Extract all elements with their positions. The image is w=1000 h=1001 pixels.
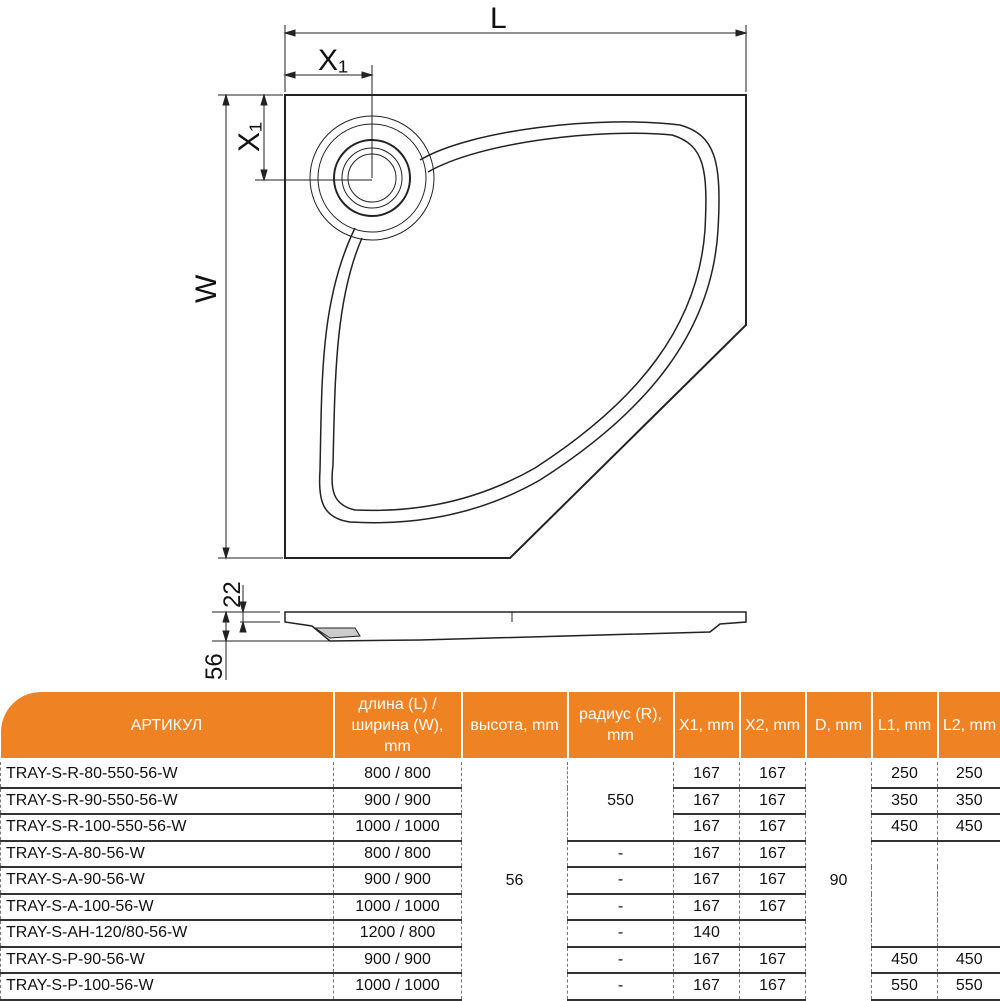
cell-l1: 250 — [872, 760, 938, 788]
cell-x2: 167 — [740, 788, 806, 815]
cell-x2: 167 — [740, 867, 806, 894]
cell-x2: 167 — [740, 947, 806, 974]
cell-l2: 350 — [938, 788, 1000, 815]
header-d: D, mm — [806, 692, 872, 760]
cell-radius: - — [568, 947, 674, 974]
header-height: высота, mm — [462, 692, 568, 760]
cell-size: 800 / 800 — [334, 841, 462, 868]
cell-l1: 450 — [872, 814, 938, 841]
cell-height: 56 — [462, 760, 568, 1000]
cell-x2: 167 — [740, 894, 806, 921]
cell-article: TRAY-S-R-80-550-56-W — [1, 760, 334, 788]
cell-radius: - — [568, 973, 674, 1000]
cell-x1: 167 — [674, 760, 740, 788]
label-L: L — [490, 2, 507, 35]
specification-table: АРТИКУЛ длина (L) / ширина (W), mm высот… — [0, 692, 1000, 1001]
cell-x2: 167 — [740, 841, 806, 868]
cell-x1: 167 — [674, 867, 740, 894]
label-56: 56 — [201, 653, 228, 680]
cell-radius: - — [568, 841, 674, 868]
cell-l1: 350 — [872, 788, 938, 815]
header-l2: L2, mm — [938, 692, 1000, 760]
header-x1: X1, mm — [674, 692, 740, 760]
cell-x2 — [740, 920, 806, 947]
cell-l2: 450 — [938, 814, 1000, 841]
cell-size: 1000 / 1000 — [334, 814, 462, 841]
cell-x1: 167 — [674, 973, 740, 1000]
cell-article: TRAY-S-R-90-550-56-W — [1, 788, 334, 815]
cell-x1: 167 — [674, 894, 740, 921]
cell-x1: 167 — [674, 947, 740, 974]
technical-drawing: L X₁ W X₁ 22 56 — [0, 0, 1000, 690]
cell-size: 900 / 900 — [334, 788, 462, 815]
cell-radius: 550 — [568, 760, 674, 841]
label-X1-top: X₁ — [318, 44, 348, 77]
cell-size: 900 / 900 — [334, 867, 462, 894]
cell-size: 1200 / 800 — [334, 920, 462, 947]
cell-article: TRAY-S-P-100-56-W — [1, 973, 334, 1000]
cell-article: TRAY-S-A-100-56-W — [1, 894, 334, 921]
cell-radius: - — [568, 867, 674, 894]
cell-x1: 167 — [674, 788, 740, 815]
header-radius: радиус (R), mm — [568, 692, 674, 760]
cell-l2: 250 — [938, 760, 1000, 788]
cell-d: 90 — [806, 760, 872, 1000]
cell-l1: 450 — [872, 947, 938, 974]
header-l1: L1, mm — [872, 692, 938, 760]
cell-size: 1000 / 1000 — [334, 894, 462, 921]
cell-article: TRAY-S-P-90-56-W — [1, 947, 334, 974]
cell-l2 — [938, 841, 1000, 947]
cell-size: 800 / 800 — [334, 760, 462, 788]
cell-article: TRAY-S-AH-120/80-56-W — [1, 920, 334, 947]
cell-l2: 550 — [938, 973, 1000, 1000]
label-22: 22 — [219, 581, 246, 608]
cell-x2: 167 — [740, 760, 806, 788]
cell-radius: - — [568, 920, 674, 947]
cell-article: TRAY-S-R-100-550-56-W — [1, 814, 334, 841]
label-W: W — [190, 274, 223, 303]
table-header: АРТИКУЛ длина (L) / ширина (W), mm высот… — [1, 692, 1000, 760]
cell-l2: 450 — [938, 947, 1000, 974]
cell-radius: - — [568, 894, 674, 921]
label-X1-side: X₁ — [233, 122, 266, 152]
header-size: длина (L) / ширина (W), mm — [334, 692, 462, 760]
cell-x2: 167 — [740, 814, 806, 841]
cell-article: TRAY-S-A-90-56-W — [1, 867, 334, 894]
header-article: АРТИКУЛ — [1, 692, 334, 760]
cell-x1: 167 — [674, 814, 740, 841]
header-x2: X2, mm — [740, 692, 806, 760]
cell-x1: 140 — [674, 920, 740, 947]
cell-x1: 167 — [674, 841, 740, 868]
cell-size: 1000 / 1000 — [334, 973, 462, 1000]
cell-l1 — [872, 841, 938, 947]
cell-article: TRAY-S-A-80-56-W — [1, 841, 334, 868]
tray-basin — [320, 122, 719, 523]
cell-x2: 167 — [740, 973, 806, 1000]
cell-l1: 550 — [872, 973, 938, 1000]
cell-size: 900 / 900 — [334, 947, 462, 974]
